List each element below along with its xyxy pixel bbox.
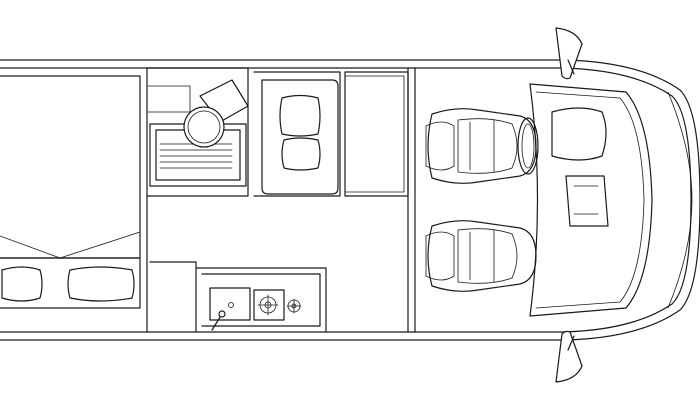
dinette xyxy=(253,71,409,197)
rear-bed xyxy=(0,75,141,309)
mirror-icon xyxy=(555,330,583,383)
hob-burner-icon xyxy=(286,298,302,314)
pillow-icon xyxy=(1,266,43,302)
cab xyxy=(425,27,693,383)
hob-burner-icon xyxy=(253,289,285,321)
toilet-icon xyxy=(183,79,249,148)
vehicle-body-outline xyxy=(0,59,700,341)
dashboard-icon xyxy=(529,83,653,317)
cab-seat-icon xyxy=(425,220,537,292)
steering-wheel-icon xyxy=(517,117,539,175)
pillow-icon xyxy=(67,266,135,302)
cushion-icon xyxy=(279,94,321,137)
cushion-icon xyxy=(281,137,321,171)
cab-seat-icon xyxy=(425,108,537,184)
tap-icon xyxy=(211,310,226,331)
sink-icon xyxy=(209,287,251,321)
washroom xyxy=(146,67,249,197)
mirror-icon xyxy=(555,27,583,80)
kitchen xyxy=(149,261,327,333)
